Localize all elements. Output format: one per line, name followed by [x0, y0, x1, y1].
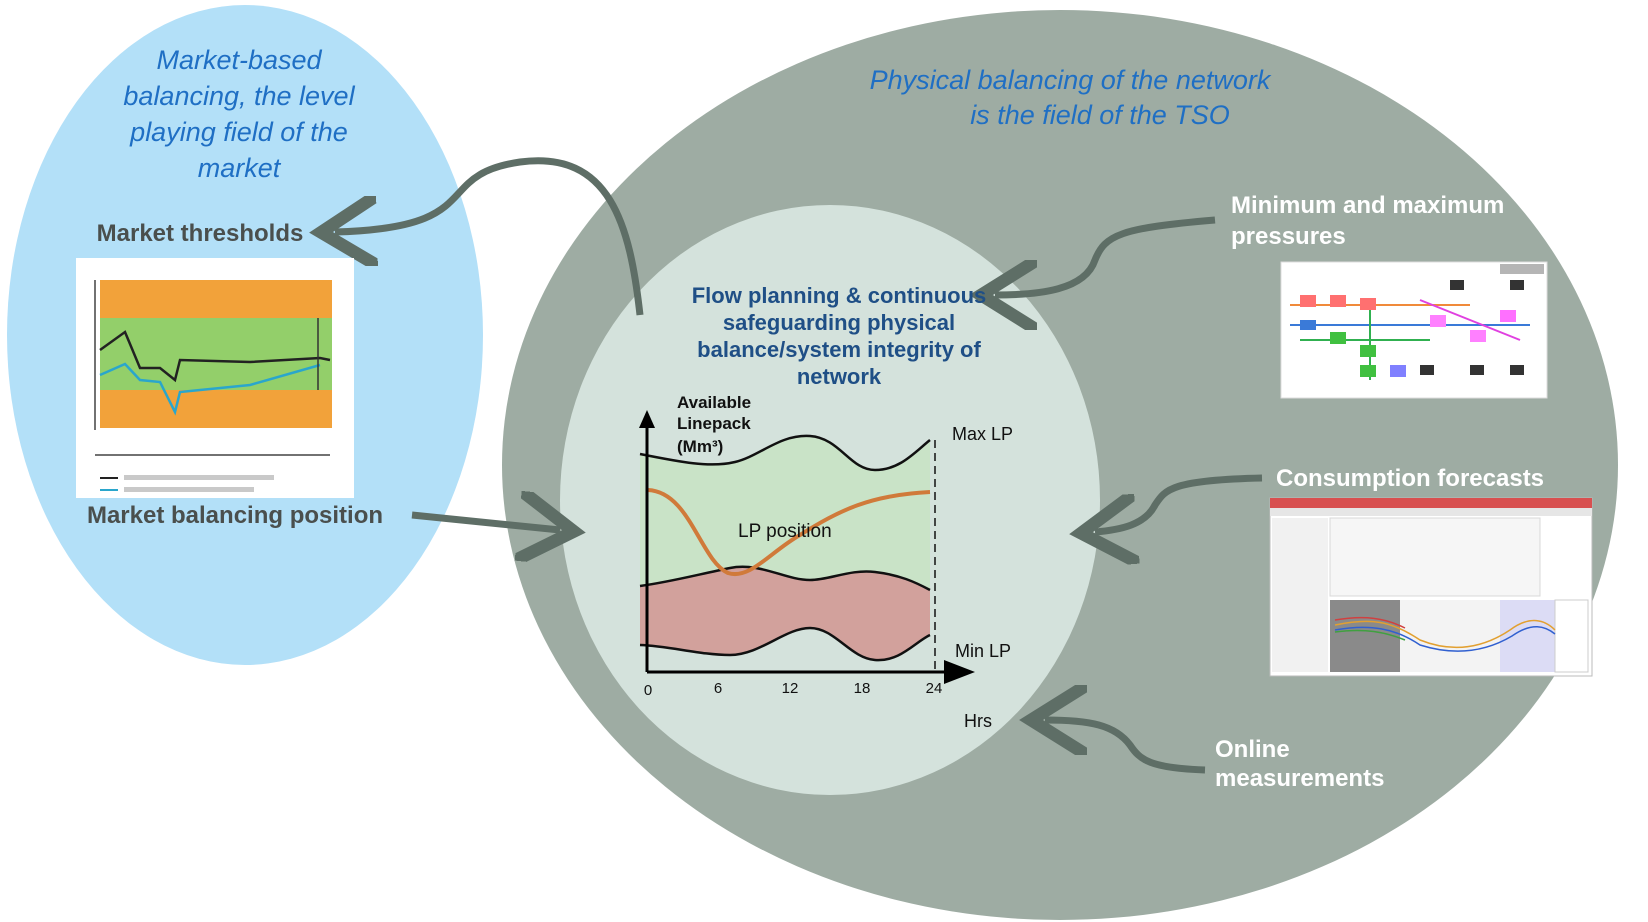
x-tick-label: 6: [714, 680, 722, 697]
x-axis-arrowhead: [944, 660, 975, 684]
y-axis-label-line2: Linepack: [677, 414, 751, 433]
y-axis-arrowhead: [639, 410, 655, 428]
online-measurements-label-line1: Online: [1215, 736, 1290, 763]
linepack-chart: 0 6 12 18 24 Hrs Available Linepack (Mm³…: [639, 393, 1013, 731]
arrow-to-market-thresholds: [335, 157, 644, 316]
market-balancing-position-label: Market balancing position: [86, 502, 384, 529]
online-measurements-label-line2: measurements: [1215, 765, 1385, 792]
lp-available-zone: [640, 435, 930, 590]
mid-curve: [639, 565, 931, 592]
lp-position-curve: [647, 488, 931, 577]
tso-ellipse-title-line1: Physical balancing of the network: [869, 65, 1271, 95]
market-ellipse-title: Market-based balancing, the level playin…: [123, 45, 355, 183]
arrow-from-online: [1045, 720, 1206, 774]
x-tick-label: 0: [644, 682, 652, 699]
arrow-from-forecasts: [1095, 474, 1263, 532]
arrow-from-market-position: [411, 515, 560, 530]
min-lp-curve: [639, 626, 931, 662]
consumption-forecasts-thumbnail: [1269, 497, 1593, 677]
min-lp-label: Min LP: [955, 641, 1011, 661]
x-tick-label: 24: [926, 680, 943, 697]
arrow-from-pressures: [995, 216, 1216, 295]
tso-ellipse-title-line2: is the field of the TSO: [970, 100, 1230, 130]
pressures-label-line2: pressures: [1231, 223, 1346, 250]
x-tick-label: 12: [782, 680, 799, 697]
pressures-label-line1: Minimum and maximum: [1231, 192, 1505, 219]
y-axis-label-line1: Available: [677, 393, 751, 412]
flow-planning-title: Flow planning & continuous safeguarding …: [691, 283, 987, 389]
lp-min-zone: [640, 566, 930, 661]
consumption-forecasts-label: Consumption forecasts: [1276, 465, 1545, 492]
y-axis-label-line3: (Mm³): [677, 437, 723, 456]
market-thresholds-label: Market thresholds: [96, 220, 304, 247]
x-axis-label: Hrs: [964, 711, 992, 731]
market-thresholds-thumbnail: [76, 258, 354, 498]
network-pressures-thumbnail: [1280, 261, 1548, 399]
lp-position-label: LP position: [738, 521, 832, 542]
max-lp-curve: [639, 434, 931, 472]
x-tick-label: 18: [854, 680, 871, 697]
max-lp-label: Max LP: [952, 424, 1013, 444]
